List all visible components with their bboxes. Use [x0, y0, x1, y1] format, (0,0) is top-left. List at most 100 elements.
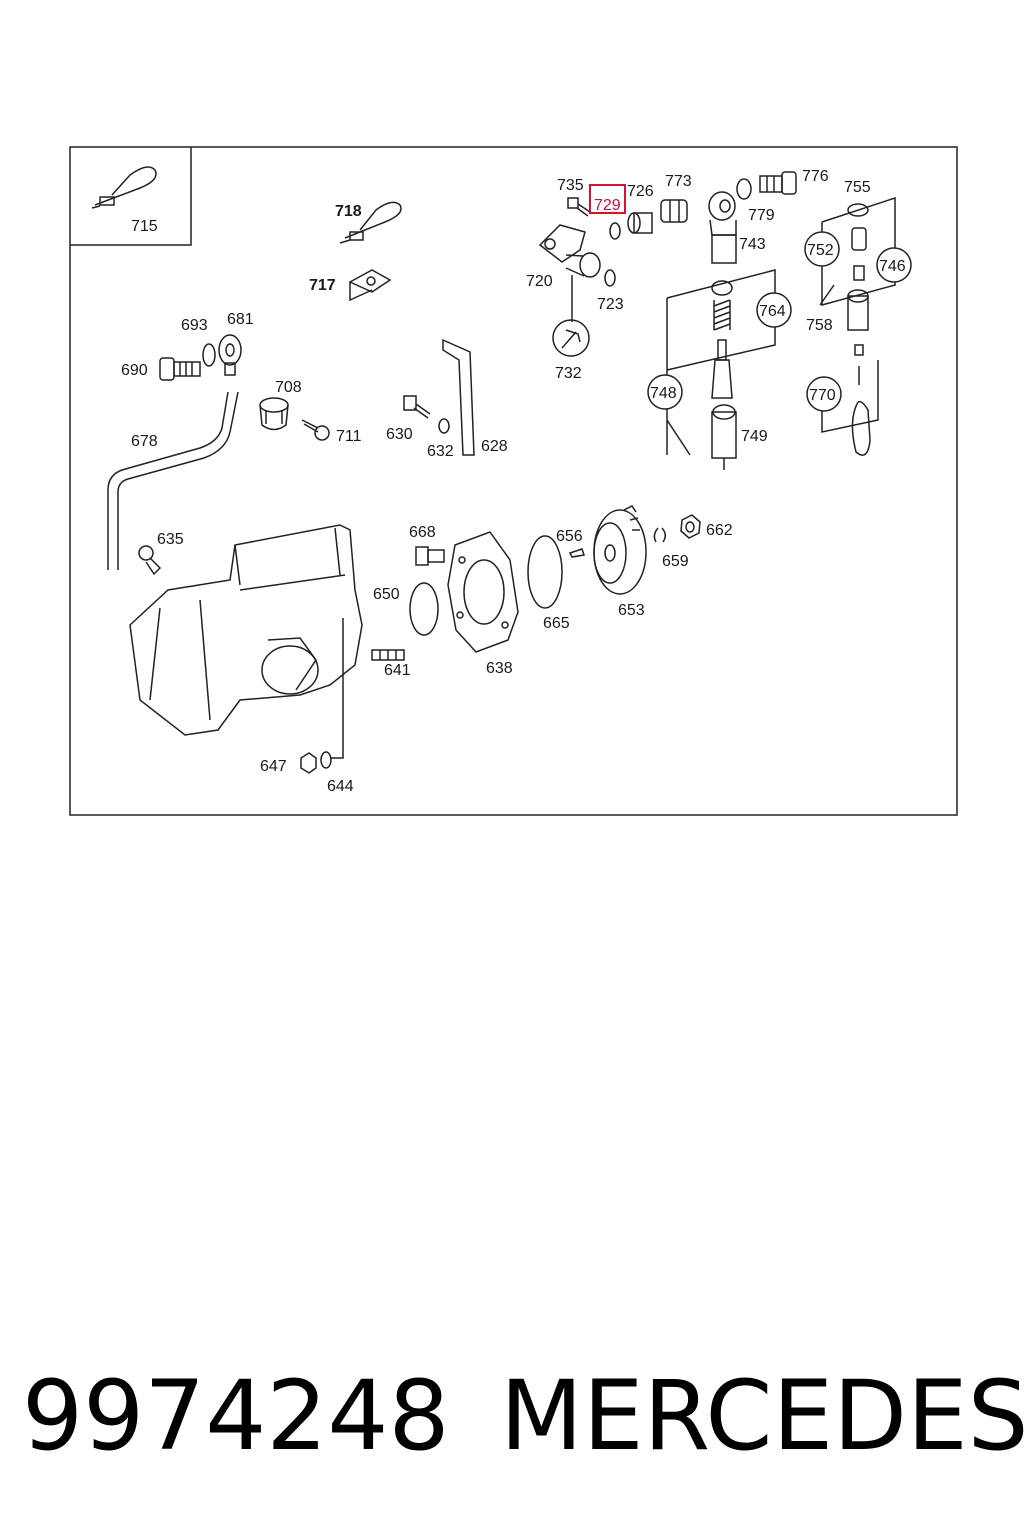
gear-653-icon: [593, 505, 647, 595]
diagram-frame: [69, 146, 958, 816]
label-770: 770: [809, 387, 836, 404]
callout-748: [647, 374, 683, 410]
label-779: 779: [748, 207, 775, 224]
label-726: 726: [627, 183, 654, 200]
label-735: 735: [557, 177, 584, 194]
label-717: 717: [309, 277, 336, 294]
label-630: 630: [386, 426, 413, 443]
label-668: 668: [409, 524, 436, 541]
hollow-screw-690-icon: [159, 357, 201, 381]
callout-752: [804, 231, 840, 267]
clip-770-icon: [851, 344, 871, 456]
washer-693-icon: [202, 343, 216, 367]
nut-647-icon: [300, 752, 317, 774]
label-720: 720: [526, 273, 553, 290]
screw-735-icon: [567, 197, 591, 217]
valve-748-icon: [711, 339, 733, 399]
o-ring-665-icon: [527, 535, 563, 609]
key-656-icon: [568, 548, 585, 558]
label-653: 653: [618, 602, 645, 619]
spring-746-icon: [853, 265, 865, 281]
label-632: 632: [427, 443, 454, 460]
piston-758-icon: [819, 284, 869, 331]
parts-diagram: 715 718 717 735 729 726 773 776 779 755 …: [69, 146, 958, 816]
label-715: 715: [131, 218, 158, 235]
part-labels: 715 718 717 735 729 726 773 776 779 755 …: [121, 168, 906, 795]
label-773: 773: [665, 173, 692, 190]
label-743: 743: [739, 236, 766, 253]
label-718: 718: [335, 203, 362, 220]
bracket-717-icon: [348, 269, 392, 302]
o-ring-650-icon: [409, 582, 439, 636]
label-755: 755: [844, 179, 871, 196]
label-641: 641: [384, 662, 411, 679]
brand-name: MERCEDES: [500, 1360, 1024, 1472]
label-690: 690: [121, 362, 148, 379]
screw-668-icon: [415, 546, 445, 566]
label-628: 628: [481, 438, 508, 455]
washer-764-icon: [711, 280, 733, 296]
label-776: 776: [802, 168, 829, 185]
fuel-hose-678-icon: [107, 391, 239, 570]
label-678: 678: [131, 433, 158, 450]
cap-755-icon: [847, 203, 869, 217]
label-749: 749: [741, 428, 768, 445]
delivery-valve-holder-743-icon: [708, 191, 737, 264]
label-650: 650: [373, 586, 400, 603]
label-665: 665: [543, 615, 570, 632]
label-746: 746: [879, 258, 906, 275]
highlight-box-729: [589, 184, 626, 214]
label-708: 708: [275, 379, 302, 396]
part-number: 9974248: [22, 1360, 450, 1472]
label-635: 635: [157, 531, 184, 548]
barrel-749-icon: [711, 404, 737, 470]
label-723: 723: [597, 296, 624, 313]
label-748: 748: [650, 385, 677, 402]
cable-tie-715-icon: [91, 166, 157, 209]
screw-630-icon: [403, 395, 431, 419]
label-758: 758: [806, 317, 833, 334]
washer-779-icon: [736, 178, 752, 200]
washer-644-icon: [320, 751, 332, 769]
callout-764: [756, 292, 792, 328]
label-647: 647: [260, 758, 287, 775]
wrench-732-icon: [552, 319, 590, 357]
label-659: 659: [662, 553, 689, 570]
label-681: 681: [227, 311, 254, 328]
group-bracket-764: [666, 269, 776, 371]
label-656: 656: [556, 528, 583, 545]
strap-628-icon: [442, 338, 475, 456]
hollow-bolt-776-icon: [759, 171, 797, 195]
callout-746: [876, 247, 912, 283]
label-662: 662: [706, 522, 733, 539]
callout-770: [806, 376, 842, 412]
union-nut-773-icon: [660, 199, 688, 223]
label-764: 764: [759, 303, 786, 320]
label-711: 711: [336, 428, 362, 445]
cable-tie-718-icon: [339, 201, 402, 244]
label-693: 693: [181, 317, 208, 334]
spring-764-icon: [713, 299, 731, 331]
banjo-fitting-681-icon: [218, 334, 242, 376]
bushing-708-icon: [259, 397, 289, 431]
label-729[interactable]: 729: [594, 197, 621, 214]
flange-638-icon: [447, 531, 519, 653]
spring-washer-659-icon: [653, 527, 666, 543]
group-bracket-752: [821, 196, 896, 306]
inset-box: [70, 147, 192, 246]
washer-632-icon: [438, 418, 450, 434]
footer-caption: 9974248 MERCEDES: [0, 1356, 1024, 1476]
fitting-635-icon: [138, 545, 162, 576]
seal-ring-729-icon: [609, 222, 621, 240]
label-732: 732: [555, 365, 582, 382]
stud-641-icon: [371, 649, 405, 661]
fitting-726-icon: [627, 212, 653, 234]
label-638: 638: [486, 660, 513, 677]
nut-662-icon: [680, 514, 701, 539]
union-720-icon: [538, 224, 601, 322]
seal-ring-723-icon: [604, 269, 616, 287]
label-752: 752: [807, 242, 834, 259]
label-644: 644: [327, 778, 354, 795]
sleeve-752-icon: [851, 227, 867, 251]
injection-pump-body-icon: [129, 524, 363, 759]
